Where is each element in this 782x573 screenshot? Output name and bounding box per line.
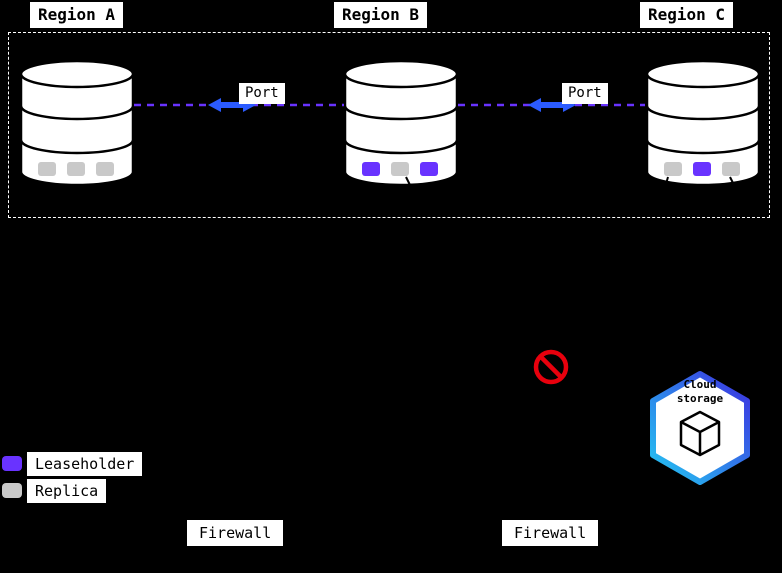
connection-line-b-c (458, 98, 645, 112)
replica-swatch-icon (2, 483, 22, 498)
region-b-label: Region B (334, 2, 428, 28)
database-icon-region-b (343, 59, 459, 187)
hexagon-border (650, 371, 750, 485)
cube-icon (679, 410, 721, 457)
replica-square (96, 162, 114, 176)
prohibited-icon (533, 349, 569, 385)
replica-square (664, 162, 682, 176)
firewall-label-left: Firewall (187, 520, 284, 547)
leaseholder-square (420, 162, 438, 176)
firewall-label-right: Firewall (502, 520, 599, 547)
leaseholder-square (362, 162, 380, 176)
replica-square (722, 162, 740, 176)
leaseholder-swatch-icon (2, 456, 22, 471)
cloud-storage-label: Cloud storage (676, 378, 724, 406)
legend-leaseholder-label: Leaseholder (27, 452, 143, 477)
replica-square (38, 162, 56, 176)
cloud-storage-hexagon (650, 371, 750, 485)
cluster-boundary-box (8, 32, 770, 218)
region-a-label: Region A (30, 2, 124, 28)
replica-square (391, 162, 409, 176)
region-c-label: Region C (640, 2, 734, 28)
leaseholder-square (693, 162, 711, 176)
port-label-a-b: Port (239, 83, 285, 104)
database-icon-region-c (645, 59, 761, 187)
port-label-b-c: Port (562, 83, 608, 104)
legend-replica-label: Replica (27, 479, 107, 504)
database-icon-region-a (19, 59, 135, 187)
replica-square (67, 162, 85, 176)
